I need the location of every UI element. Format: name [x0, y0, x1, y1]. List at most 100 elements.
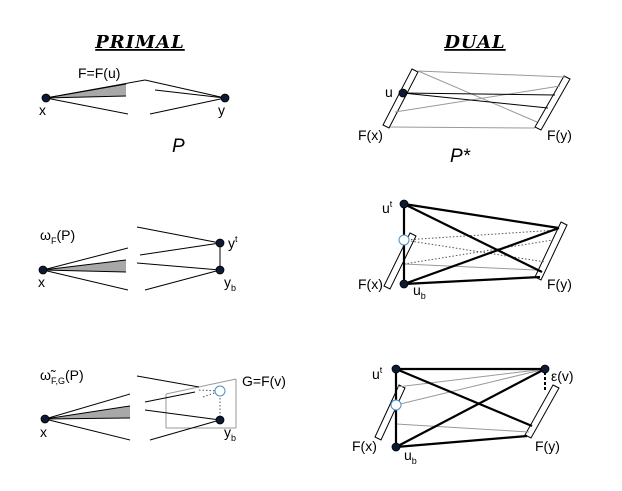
facet-Fy — [534, 75, 571, 131]
edge — [45, 97, 129, 115]
dual-header: DUAL — [443, 32, 505, 53]
edge — [144, 79, 226, 99]
edge — [402, 92, 556, 96]
facet-Fx — [374, 384, 406, 441]
label-ub: ub — [413, 282, 426, 301]
edge — [144, 269, 221, 291]
row3-dual: ut ε(v) ub F(x) F(y) — [352, 364, 574, 466]
dotted-edge — [403, 229, 558, 241]
caption-Pstar: P* — [450, 146, 471, 167]
vertex-u — [398, 88, 408, 98]
edge — [136, 375, 200, 388]
label-eps: ε(v) — [551, 368, 574, 384]
row2-primal: ωF(P) yt yb x — [38, 226, 238, 293]
edge — [44, 393, 131, 420]
bold-edge — [403, 226, 560, 286]
edge — [42, 269, 127, 273]
edge — [144, 409, 221, 421]
label-yb: yb — [224, 424, 236, 443]
vertex-ut — [391, 364, 401, 374]
edge — [44, 405, 131, 420]
bold-edge — [395, 434, 528, 449]
primal-header: PRIMAL — [94, 32, 184, 53]
vertex-ut — [399, 199, 409, 209]
bold-edge — [395, 368, 546, 448]
label-ut: ut — [372, 365, 383, 382]
row1-dual: u F(x) F(y) P* — [358, 68, 572, 167]
vertex-x — [41, 93, 51, 103]
label-u: u — [385, 84, 393, 100]
edge — [395, 423, 530, 433]
edge — [139, 242, 221, 256]
facet-Fx — [382, 68, 419, 129]
label-Fx: F(x) — [358, 276, 383, 292]
edge — [136, 262, 221, 271]
edge — [42, 259, 127, 271]
label-G: G=F(v) — [242, 373, 286, 389]
label-yt: yt — [228, 234, 238, 251]
edge — [136, 226, 221, 244]
facet-Fy — [524, 384, 560, 439]
label-omega-tilde: ω̃F,G(P) — [40, 367, 84, 386]
edge — [394, 85, 561, 113]
label-Fx: F(x) — [352, 438, 377, 454]
edge — [44, 417, 131, 420]
edge — [149, 419, 221, 441]
label-F: F=F(u) — [78, 65, 120, 81]
facet-Fx — [383, 232, 417, 290]
label-x: x — [40, 424, 47, 440]
label-Fy: F(y) — [547, 127, 572, 143]
vertex-x — [38, 265, 48, 275]
label-x: x — [38, 274, 45, 290]
label-Fy: F(y) — [547, 276, 572, 292]
vertex-y — [220, 93, 230, 103]
bold-edge — [403, 202, 560, 230]
dotted-edge — [403, 239, 554, 265]
row3-primal: ω̃F,G(P) G=F(v) yb x — [40, 367, 286, 443]
edge — [44, 418, 131, 441]
edge — [42, 247, 129, 271]
label-ub: ub — [404, 447, 417, 466]
bold-edge — [403, 275, 541, 286]
facet-Fy — [534, 221, 568, 281]
vertex-ub — [399, 279, 409, 289]
bold-edge — [403, 203, 543, 273]
edge — [395, 368, 546, 406]
label-Fx: F(x) — [358, 127, 383, 143]
box-edge — [165, 378, 237, 395]
vertex-ub — [391, 442, 401, 452]
caption-P: P — [172, 136, 185, 157]
vertex-yt — [215, 238, 225, 248]
row1-primal: F=F(u) x y P — [39, 65, 230, 157]
vertex-yb — [215, 265, 225, 275]
edge — [154, 89, 226, 99]
edge — [45, 95, 127, 99]
label-Fy: F(y) — [535, 438, 560, 454]
edge — [417, 70, 538, 123]
edge — [42, 269, 129, 291]
vertex-eps — [540, 364, 550, 374]
edge — [45, 79, 146, 99]
vertex-v — [214, 385, 226, 397]
dotted-edge — [403, 239, 546, 263]
vertex-yb — [215, 415, 225, 425]
label-yb: yb — [224, 274, 236, 293]
edge — [417, 70, 566, 78]
hidden-vertex — [398, 234, 410, 246]
label-ut: ut — [382, 199, 393, 216]
edge — [402, 92, 549, 109]
row2-dual: ut ub F(x) F(y) — [358, 199, 572, 301]
bold-edge — [395, 367, 533, 428]
label-y: y — [218, 102, 225, 118]
vertex-x — [40, 414, 50, 424]
edge — [396, 368, 546, 388]
edge — [149, 97, 226, 115]
edge — [403, 263, 537, 271]
label-omega: ωF(P) — [40, 227, 75, 246]
hidden-vertex — [390, 399, 402, 411]
label-x: x — [39, 102, 46, 118]
edge — [144, 391, 196, 403]
edge — [389, 126, 536, 129]
